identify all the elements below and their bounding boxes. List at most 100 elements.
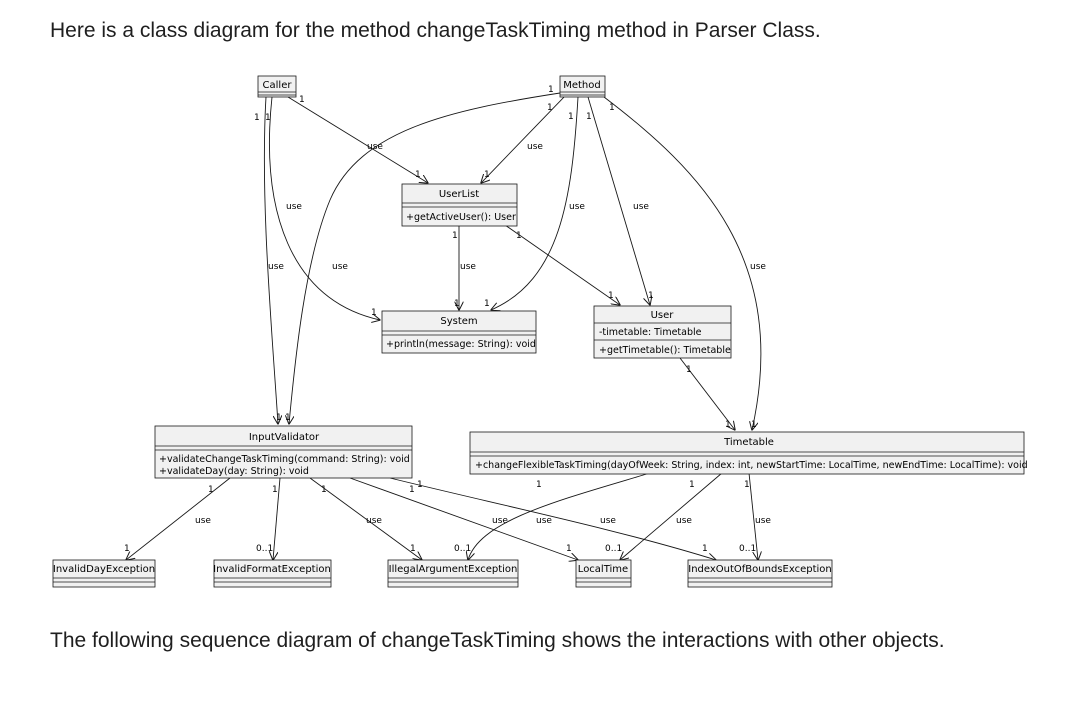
class-system: System +println(message: String): void	[381, 310, 537, 354]
method-changeflexibletasktiming: +changeFlexibleTaskTiming(dayOfWeek: Str…	[475, 460, 1028, 471]
class-timetable: Timetable +changeFlexibleTaskTiming(dayO…	[469, 431, 1028, 475]
svg-text:1: 1	[484, 170, 490, 180]
edge-method-timetable	[603, 96, 762, 430]
svg-text:1: 1	[568, 112, 574, 122]
class-method: Method	[559, 75, 606, 98]
svg-text:0..1: 0..1	[605, 544, 622, 554]
svg-text:1: 1	[265, 113, 271, 123]
svg-text:1: 1	[608, 291, 614, 301]
class-name: InvalidDayException	[53, 564, 155, 575]
svg-text:1: 1	[272, 485, 278, 495]
svg-text:1: 1	[536, 480, 542, 490]
svg-text:0..1: 0..1	[739, 544, 756, 554]
svg-text:1: 1	[725, 420, 731, 430]
class-name: Caller	[263, 80, 293, 91]
svg-text:1: 1	[371, 308, 377, 318]
class-name: InputValidator	[249, 432, 320, 443]
svg-text:1: 1	[410, 544, 416, 554]
class-name: User	[651, 310, 675, 321]
edge-timetable-illegalargumentexception	[468, 472, 651, 560]
svg-text:1: 1	[744, 480, 750, 490]
svg-text:0..1: 0..1	[256, 544, 273, 554]
svg-text:1: 1	[648, 291, 654, 301]
label-use: use	[527, 142, 543, 152]
outro-text: The following sequence diagram of change…	[50, 629, 945, 652]
method-validateday: +validateDay(day: String): void	[159, 466, 309, 477]
label-use: use	[676, 516, 692, 526]
svg-text:1: 1	[415, 170, 421, 180]
svg-text:1: 1	[516, 231, 522, 241]
edge-timetable-indexoutofbounds	[748, 472, 758, 560]
edge-method-system	[491, 96, 579, 310]
svg-text:1: 1	[417, 480, 423, 490]
svg-text:1: 1	[586, 112, 592, 122]
class-name: System	[440, 316, 477, 327]
intro-text: Here is a class diagram for the method c…	[50, 19, 821, 42]
label-use: use	[755, 516, 771, 526]
class-user: User -timetable: Timetable +getTimetable…	[593, 305, 732, 359]
edge-iv-invaliddayexception	[126, 477, 231, 560]
svg-text:1: 1	[484, 299, 490, 309]
svg-text:1: 1	[409, 485, 415, 495]
class-name: IllegalArgumentException	[389, 564, 518, 575]
svg-text:1: 1	[686, 365, 692, 375]
svg-text:1: 1	[548, 85, 554, 95]
edge-method-user	[587, 96, 650, 305]
edge-method-inputvalidator	[289, 92, 561, 424]
label-use: use	[492, 516, 508, 526]
label-use: use	[600, 516, 616, 526]
edge-caller-inputvalidator	[263, 96, 278, 424]
label-use: use	[536, 516, 552, 526]
svg-text:1: 1	[124, 544, 130, 554]
edge-userlist-user	[504, 224, 620, 305]
class-caller: Caller	[257, 75, 297, 98]
svg-text:1: 1	[208, 485, 214, 495]
edge-method-userlist	[481, 96, 565, 183]
svg-text:0..1: 0..1	[454, 544, 471, 554]
class-illegalargumentexception: IllegalArgumentException	[387, 559, 519, 588]
class-name: InvalidFormatException	[213, 564, 331, 575]
multiplicity-labels: 1 1 1 1 1 1 1 1 1 1 1 1 1 1 1 1 1 1 1 1 …	[124, 85, 757, 554]
svg-text:1: 1	[566, 544, 572, 554]
svg-text:1: 1	[689, 480, 695, 490]
edge-iv-illegalargumentexception	[309, 477, 422, 560]
field-timetable: -timetable: Timetable	[599, 327, 702, 338]
svg-text:1: 1	[452, 231, 458, 241]
edge-iv-localtime	[349, 477, 578, 560]
label-use: use	[268, 262, 284, 272]
label-use: use	[750, 262, 766, 272]
label-use: use	[195, 516, 211, 526]
label-use: use	[367, 142, 383, 152]
svg-text:1: 1	[751, 420, 757, 430]
class-name: IndexOutOfBoundsException	[688, 564, 831, 575]
class-name: UserList	[439, 189, 479, 200]
class-invaliddayexception: InvalidDayException	[52, 559, 156, 588]
svg-text:1: 1	[299, 95, 305, 105]
class-invalidformatexception: InvalidFormatException	[213, 559, 332, 588]
method-println: +println(message: String): void	[386, 339, 536, 350]
edge-labels: use use use use use use use use use use …	[195, 142, 771, 526]
class-name: Timetable	[723, 437, 774, 448]
svg-text:1: 1	[254, 113, 260, 123]
svg-text:1: 1	[276, 413, 282, 423]
edge-caller-userlist	[287, 96, 428, 183]
label-use: use	[332, 262, 348, 272]
svg-text:1: 1	[547, 103, 553, 113]
label-use: use	[633, 202, 649, 212]
class-indexoutofboundsexception: IndexOutOfBoundsException	[687, 559, 833, 588]
label-use: use	[286, 202, 302, 212]
method-validatechangetasktiming: +validateChangeTaskTiming(command: Strin…	[159, 454, 410, 465]
edge-caller-system	[269, 96, 380, 320]
edge-iv-invalidformatexception	[273, 477, 281, 560]
class-name: LocalTime	[578, 564, 628, 575]
label-use: use	[366, 516, 382, 526]
svg-text:1: 1	[321, 485, 327, 495]
edge-timetable-localtime	[620, 472, 723, 560]
label-use: use	[569, 202, 585, 212]
svg-text:1: 1	[609, 103, 615, 113]
label-use: use	[460, 262, 476, 272]
edge-user-timetable	[679, 357, 735, 430]
svg-text:1: 1	[454, 299, 460, 309]
method-gettimetable: +getTimetable(): Timetable	[599, 345, 731, 356]
class-name: Method	[563, 80, 601, 91]
